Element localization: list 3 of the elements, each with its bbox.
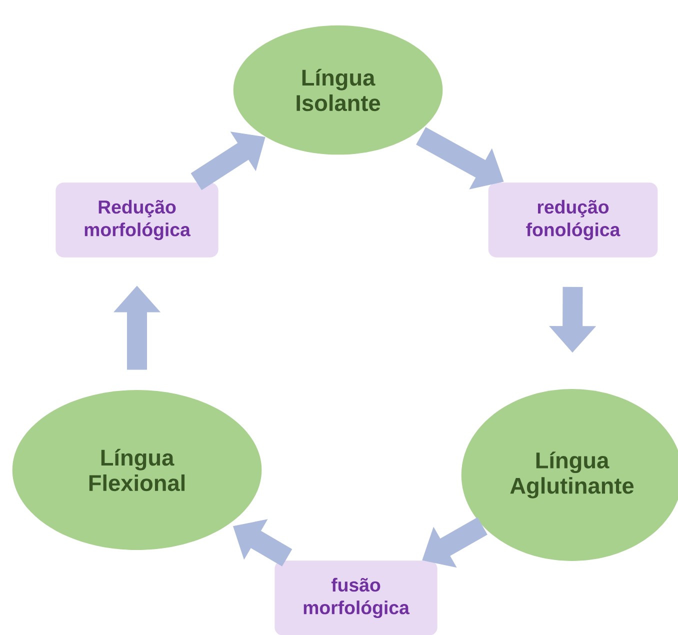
process-box: redução fonológica — [488, 182, 658, 258]
process-box: fusão morfológica — [274, 560, 438, 635]
process-box: Redução morfológica — [56, 182, 218, 258]
